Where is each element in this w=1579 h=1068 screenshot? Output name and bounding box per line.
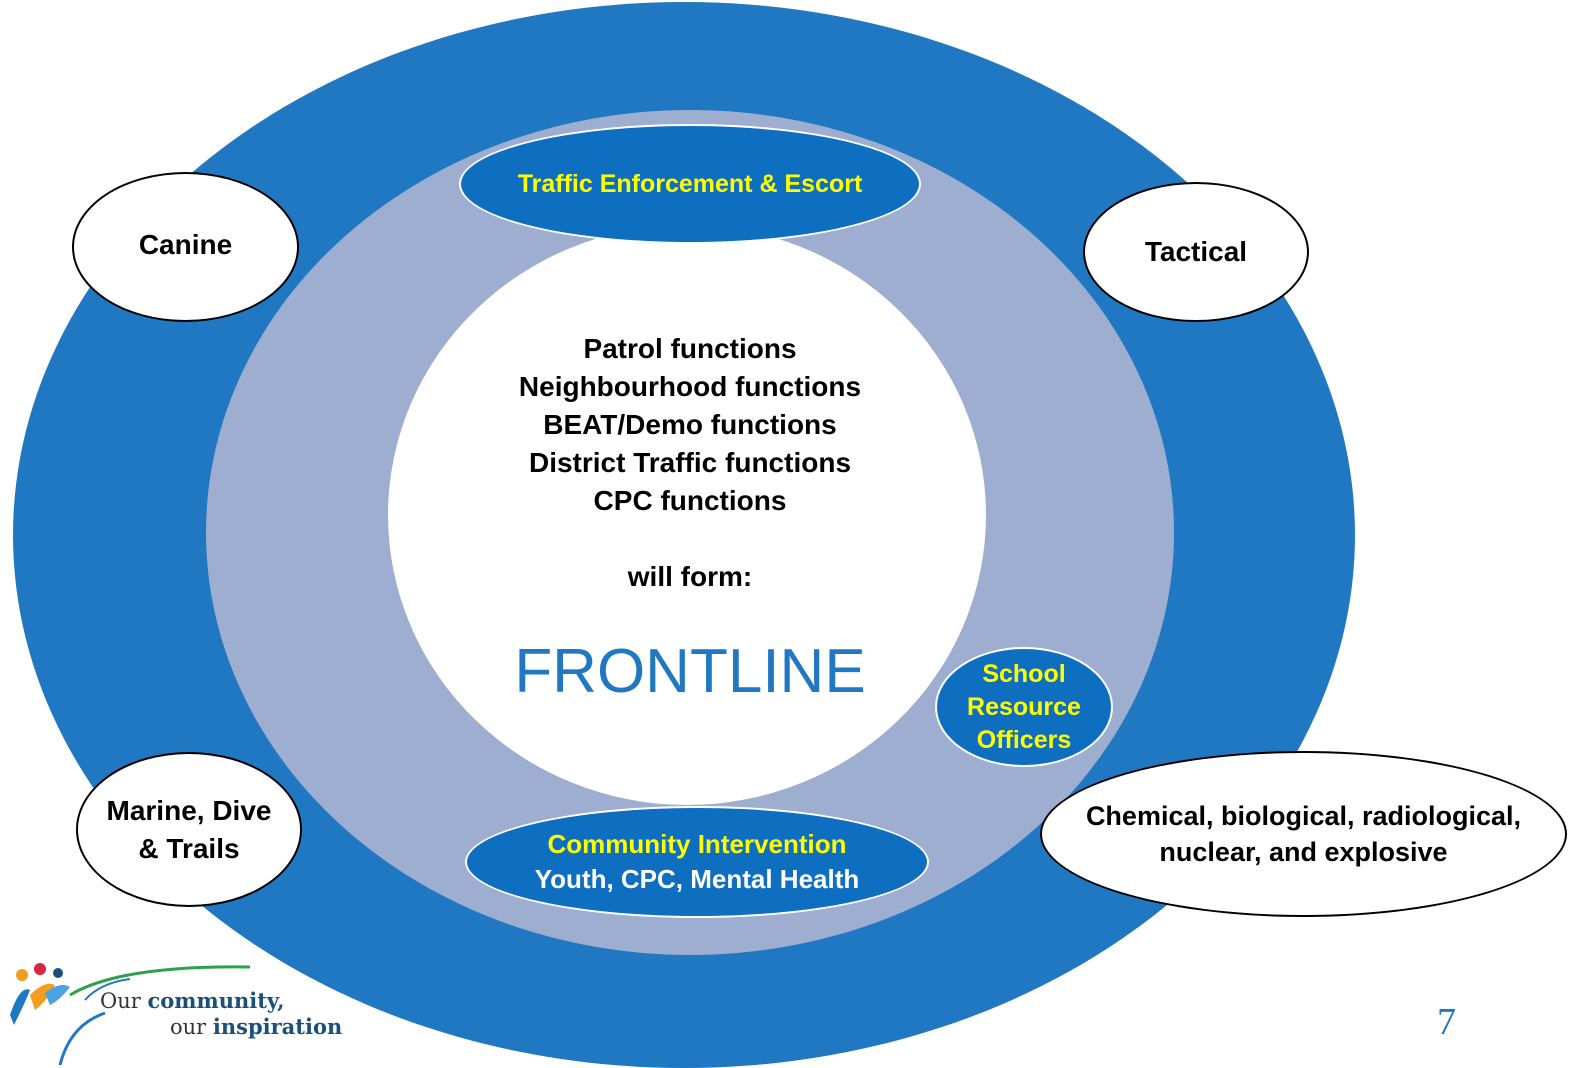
logo-text-line1: Our community, [100,988,285,1013]
traffic-enforcement-oval: Traffic Enforcement & Escort [459,124,921,244]
community-intervention-label: Community Intervention [547,829,847,859]
marine-dive-trails-oval: Marine, Dive & Trails [76,752,302,907]
center-line-district-traffic: District Traffic functions [528,447,852,478]
frontline-title: FRONTLINE [514,637,866,706]
cbrne-label-line2: nuclear, and explosive [1159,837,1448,867]
will-form-label: will form: [627,561,753,592]
marine-label-line1: Marine, Dive [106,794,272,826]
canine-label: Canine [138,228,233,260]
tactical-oval: Tactical [1083,182,1309,322]
school-resource-officers-oval: School Resource Officers [935,647,1113,767]
center-line-beat: BEAT/Demo functions [543,409,837,440]
school-label-line1: School [982,659,1066,688]
school-label-line2: Resource [967,692,1081,721]
center-line-patrol: Patrol functions [583,333,797,364]
traffic-enforcement-label: Traffic Enforcement & Escort [517,169,863,198]
community-intervention-sublabel: Youth, CPC, Mental Health [534,864,860,894]
community-logo-icon [10,963,251,1065]
marine-label-line2: & Trails [138,832,240,864]
community-intervention-oval: Community Intervention Youth, CPC, Menta… [465,806,929,918]
center-line-neighbourhood: Neighbourhood functions [518,371,862,402]
center-circle [388,225,986,805]
cbrne-oval: Chemical, biological, radiological, nucl… [1040,751,1567,917]
school-label-line3: Officers [976,725,1072,754]
tactical-label: Tactical [1144,236,1248,267]
center-function-list: Patrol functions Neighbourhood functions… [388,330,992,520]
page-number: 7 [1437,1001,1456,1043]
cbrne-label-line1: Chemical, biological, radiological, [1085,801,1522,831]
logo-text-line2: our inspiration [170,1014,343,1039]
center-line-cpc: CPC functions [593,485,787,516]
canine-oval: Canine [72,172,299,322]
